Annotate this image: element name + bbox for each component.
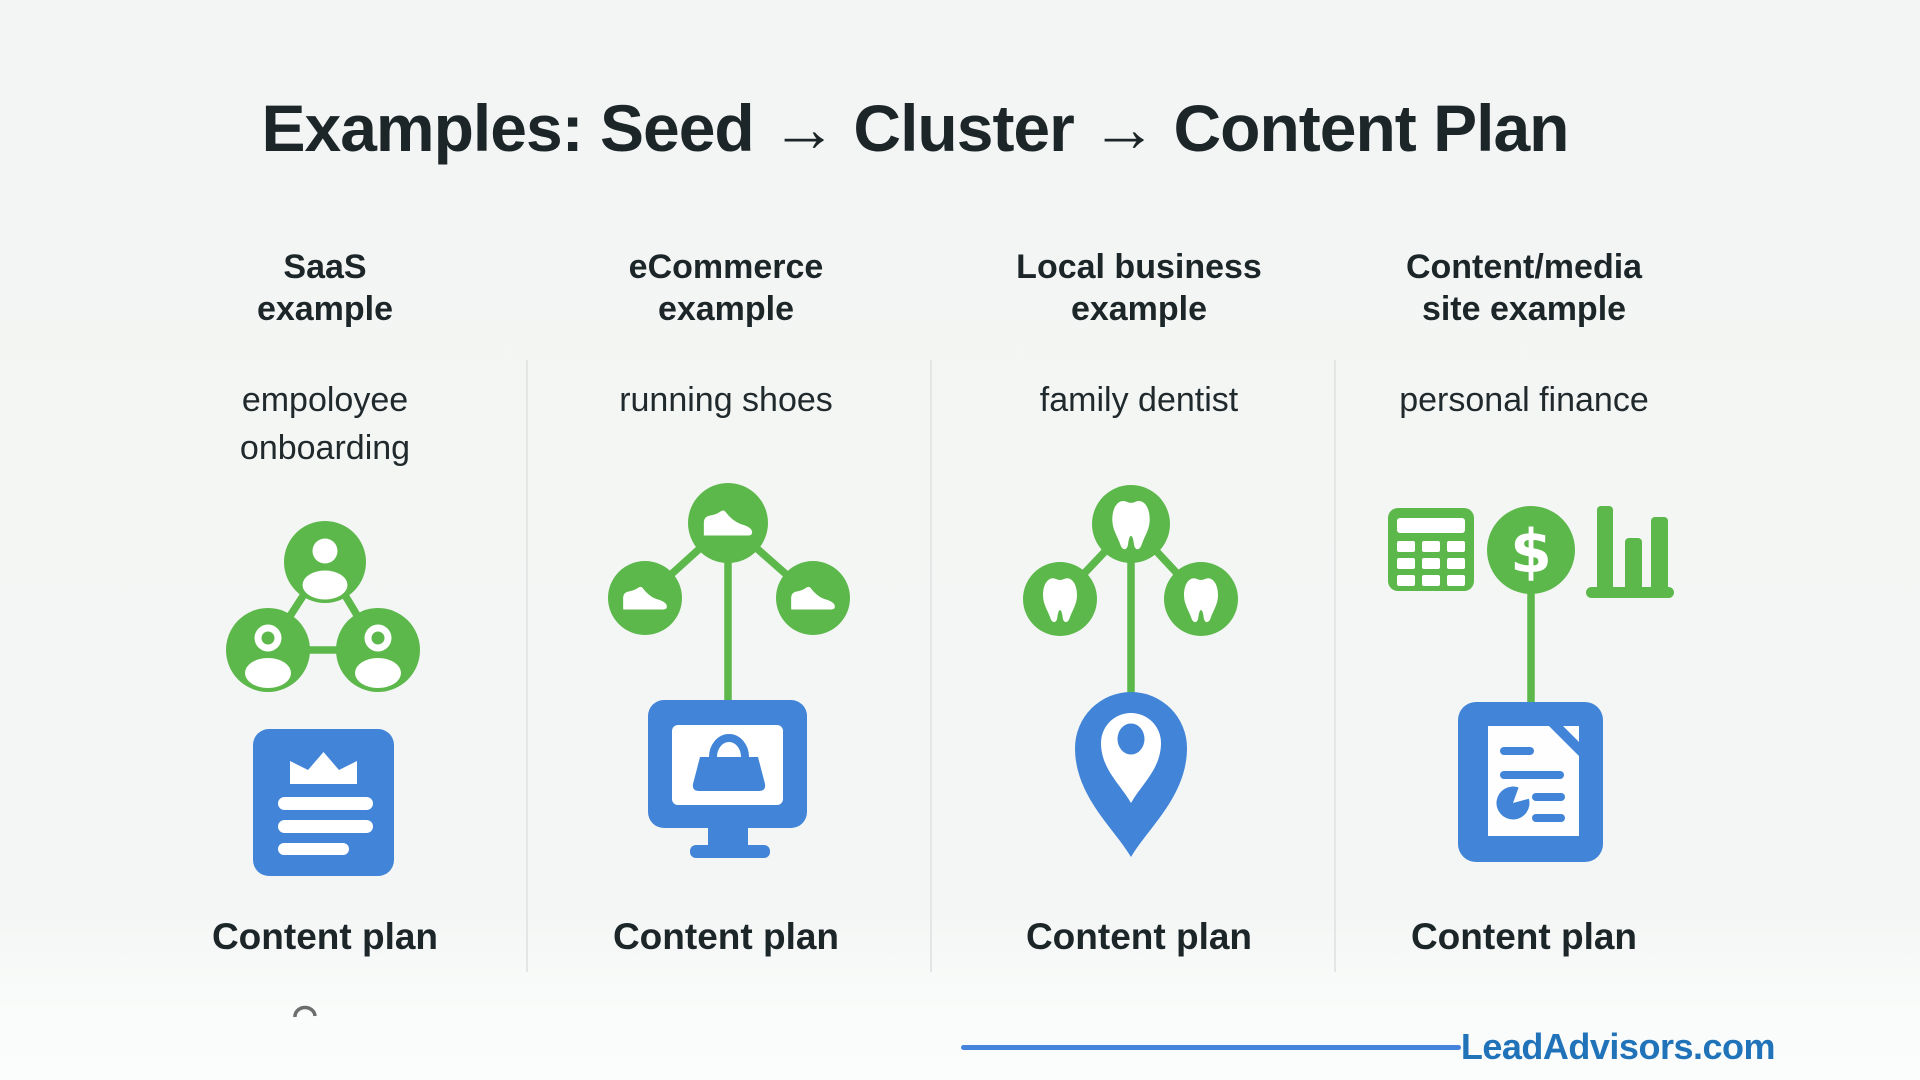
- crown-icon: [290, 752, 357, 784]
- report-document-icon: [1458, 702, 1603, 862]
- seed-line: empoloyee: [241, 381, 409, 419]
- tooth-icon: [1112, 500, 1150, 550]
- column-divider-2: [930, 360, 932, 972]
- seed-keyword: empoloyee onboarding: [125, 376, 525, 472]
- folded-corner: [1547, 717, 1588, 758]
- header-line: Content/media: [1405, 248, 1643, 286]
- header-line: example: [657, 290, 795, 328]
- shopping-monitor-icon: [648, 700, 807, 858]
- tooth-icon: [1184, 578, 1218, 623]
- content-plan-label: Content plan: [211, 916, 439, 957]
- seed-keyword: family dentist: [939, 376, 1339, 424]
- shoe-icon: [703, 510, 753, 536]
- header-line: SaaS: [283, 248, 367, 286]
- content-plan-label: Content plan: [1410, 916, 1638, 957]
- ecommerce-column-graphic: [608, 483, 850, 858]
- dollar-circle-icon: $: [1487, 506, 1575, 594]
- column-header: Content/media site example: [1324, 246, 1724, 330]
- header-line: eCommerce: [628, 248, 824, 286]
- brand-logo: LeadAdvisors.com: [1460, 1026, 1776, 1067]
- saas-column-graphic: [226, 521, 420, 876]
- person-icon: [355, 624, 401, 688]
- location-pin-icon: [1075, 692, 1187, 857]
- page-title: Examples: Seed → Cluster → Content Plan: [261, 91, 1570, 165]
- running-shoes-cluster-icon: [608, 483, 850, 712]
- seed-keyword: personal finance: [1324, 376, 1724, 424]
- footer-rule: [961, 1045, 1461, 1050]
- seed-line: family dentist: [1039, 381, 1239, 419]
- column-header: SaaS example: [125, 246, 525, 330]
- content-plan-label: Content plan: [1025, 916, 1253, 957]
- shoe-icon: [623, 586, 667, 610]
- person-icon: [302, 538, 348, 600]
- pie-chart-glyph: [1496, 786, 1530, 820]
- column-header: eCommerce example: [526, 246, 926, 330]
- header-line: example: [256, 290, 394, 328]
- seed-line: onboarding: [239, 429, 411, 467]
- crown-document-icon: [253, 729, 394, 876]
- stray-mark: [293, 1005, 317, 1018]
- calculator-icon: [1388, 508, 1474, 591]
- dollar-glyph: $: [1510, 517, 1552, 587]
- content-media-column-graphic: $: [1388, 506, 1674, 862]
- person-icon: [245, 624, 291, 688]
- teeth-cluster-icon: [1023, 485, 1238, 710]
- seed-line: running shoes: [619, 381, 833, 419]
- column-header: Local business example: [939, 246, 1339, 330]
- tooth-icon: [1043, 578, 1077, 623]
- seed-keyword: running shoes: [526, 376, 926, 424]
- local-business-column-graphic: [1023, 485, 1238, 857]
- shoe-icon: [791, 586, 835, 610]
- seed-line: personal finance: [1399, 381, 1649, 419]
- bar-chart-icon: [1586, 506, 1674, 598]
- shopping-bag-icon: [692, 734, 766, 791]
- header-line: example: [1070, 290, 1208, 328]
- people-network-icon: [226, 521, 420, 692]
- column-divider-3: [1334, 360, 1336, 972]
- column-divider-1: [526, 360, 528, 972]
- finance-icons-row: $: [1388, 506, 1674, 708]
- header-line: site example: [1421, 290, 1627, 328]
- content-plan-label: Content plan: [612, 916, 840, 957]
- header-line: Local business: [1016, 248, 1262, 286]
